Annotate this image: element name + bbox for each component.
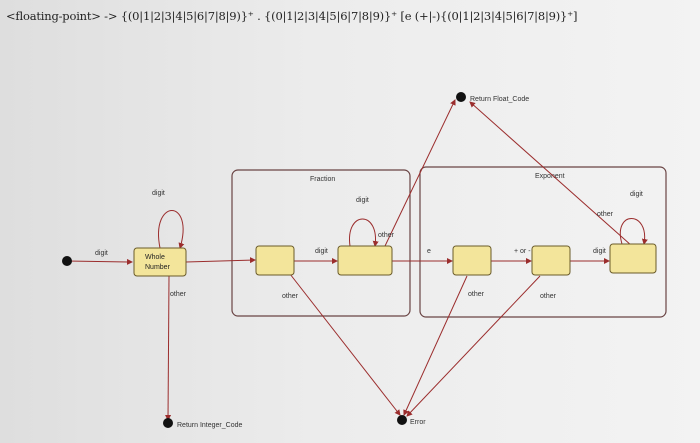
edge-f2-loop [349, 218, 379, 247]
state-exponent-1 [452, 245, 492, 276]
label-sign: + or - [514, 248, 531, 255]
label-other-f1: other [282, 293, 299, 300]
grammar-rule: <floating-point> -> {(0|1|2|3|4|5|6|7|8|… [6, 9, 578, 23]
label-digit-init: digit [95, 250, 108, 257]
state-whole-line1: Whole [145, 254, 165, 261]
label-digit-whole-loop: digit [152, 190, 165, 197]
state-whole-number [133, 247, 187, 277]
label-other-e3: other [597, 211, 614, 218]
exponent-label: Exponent [535, 173, 565, 180]
label-digit-e-loop: digit [630, 191, 643, 198]
label-digit-f: digit [315, 248, 328, 255]
edge-start-whole [66, 258, 133, 265]
edge-e2-error [406, 275, 541, 417]
float-final-label: Return Float_Code [470, 96, 529, 103]
label-other-whole: other [170, 291, 187, 298]
edge-f1-error [289, 273, 401, 416]
state-exponent-2 [531, 245, 571, 276]
label-other-e2: other [540, 293, 557, 300]
edge-f2-float [384, 99, 456, 247]
edge-whole-integer [165, 275, 172, 421]
label-e: e [427, 248, 431, 255]
error-final-node [397, 415, 407, 425]
integer-final-label: Return Integer_Code [177, 422, 242, 429]
label-other-e1: other [468, 291, 485, 298]
fraction-container [231, 169, 411, 317]
edge-e1-error [403, 275, 468, 416]
edge-e3-loop [619, 218, 648, 245]
error-final-label: Error [410, 419, 426, 426]
float-final-node [456, 92, 466, 102]
state-exponent-3 [609, 243, 657, 274]
start-node [62, 256, 72, 266]
fraction-label: Fraction [310, 176, 335, 183]
label-digit-f-loop: digit [356, 197, 369, 204]
state-whole-line2: Number [145, 264, 171, 271]
edge-whole-loop [158, 210, 185, 249]
label-digit-e: digit [593, 248, 606, 255]
state-fraction-1 [255, 245, 295, 276]
state-fraction-2 [337, 245, 393, 276]
edge-whole-f1 [185, 257, 256, 264]
label-other-f2: other [378, 232, 395, 239]
edge-e3-float [469, 101, 633, 247]
integer-final-node [163, 418, 173, 428]
